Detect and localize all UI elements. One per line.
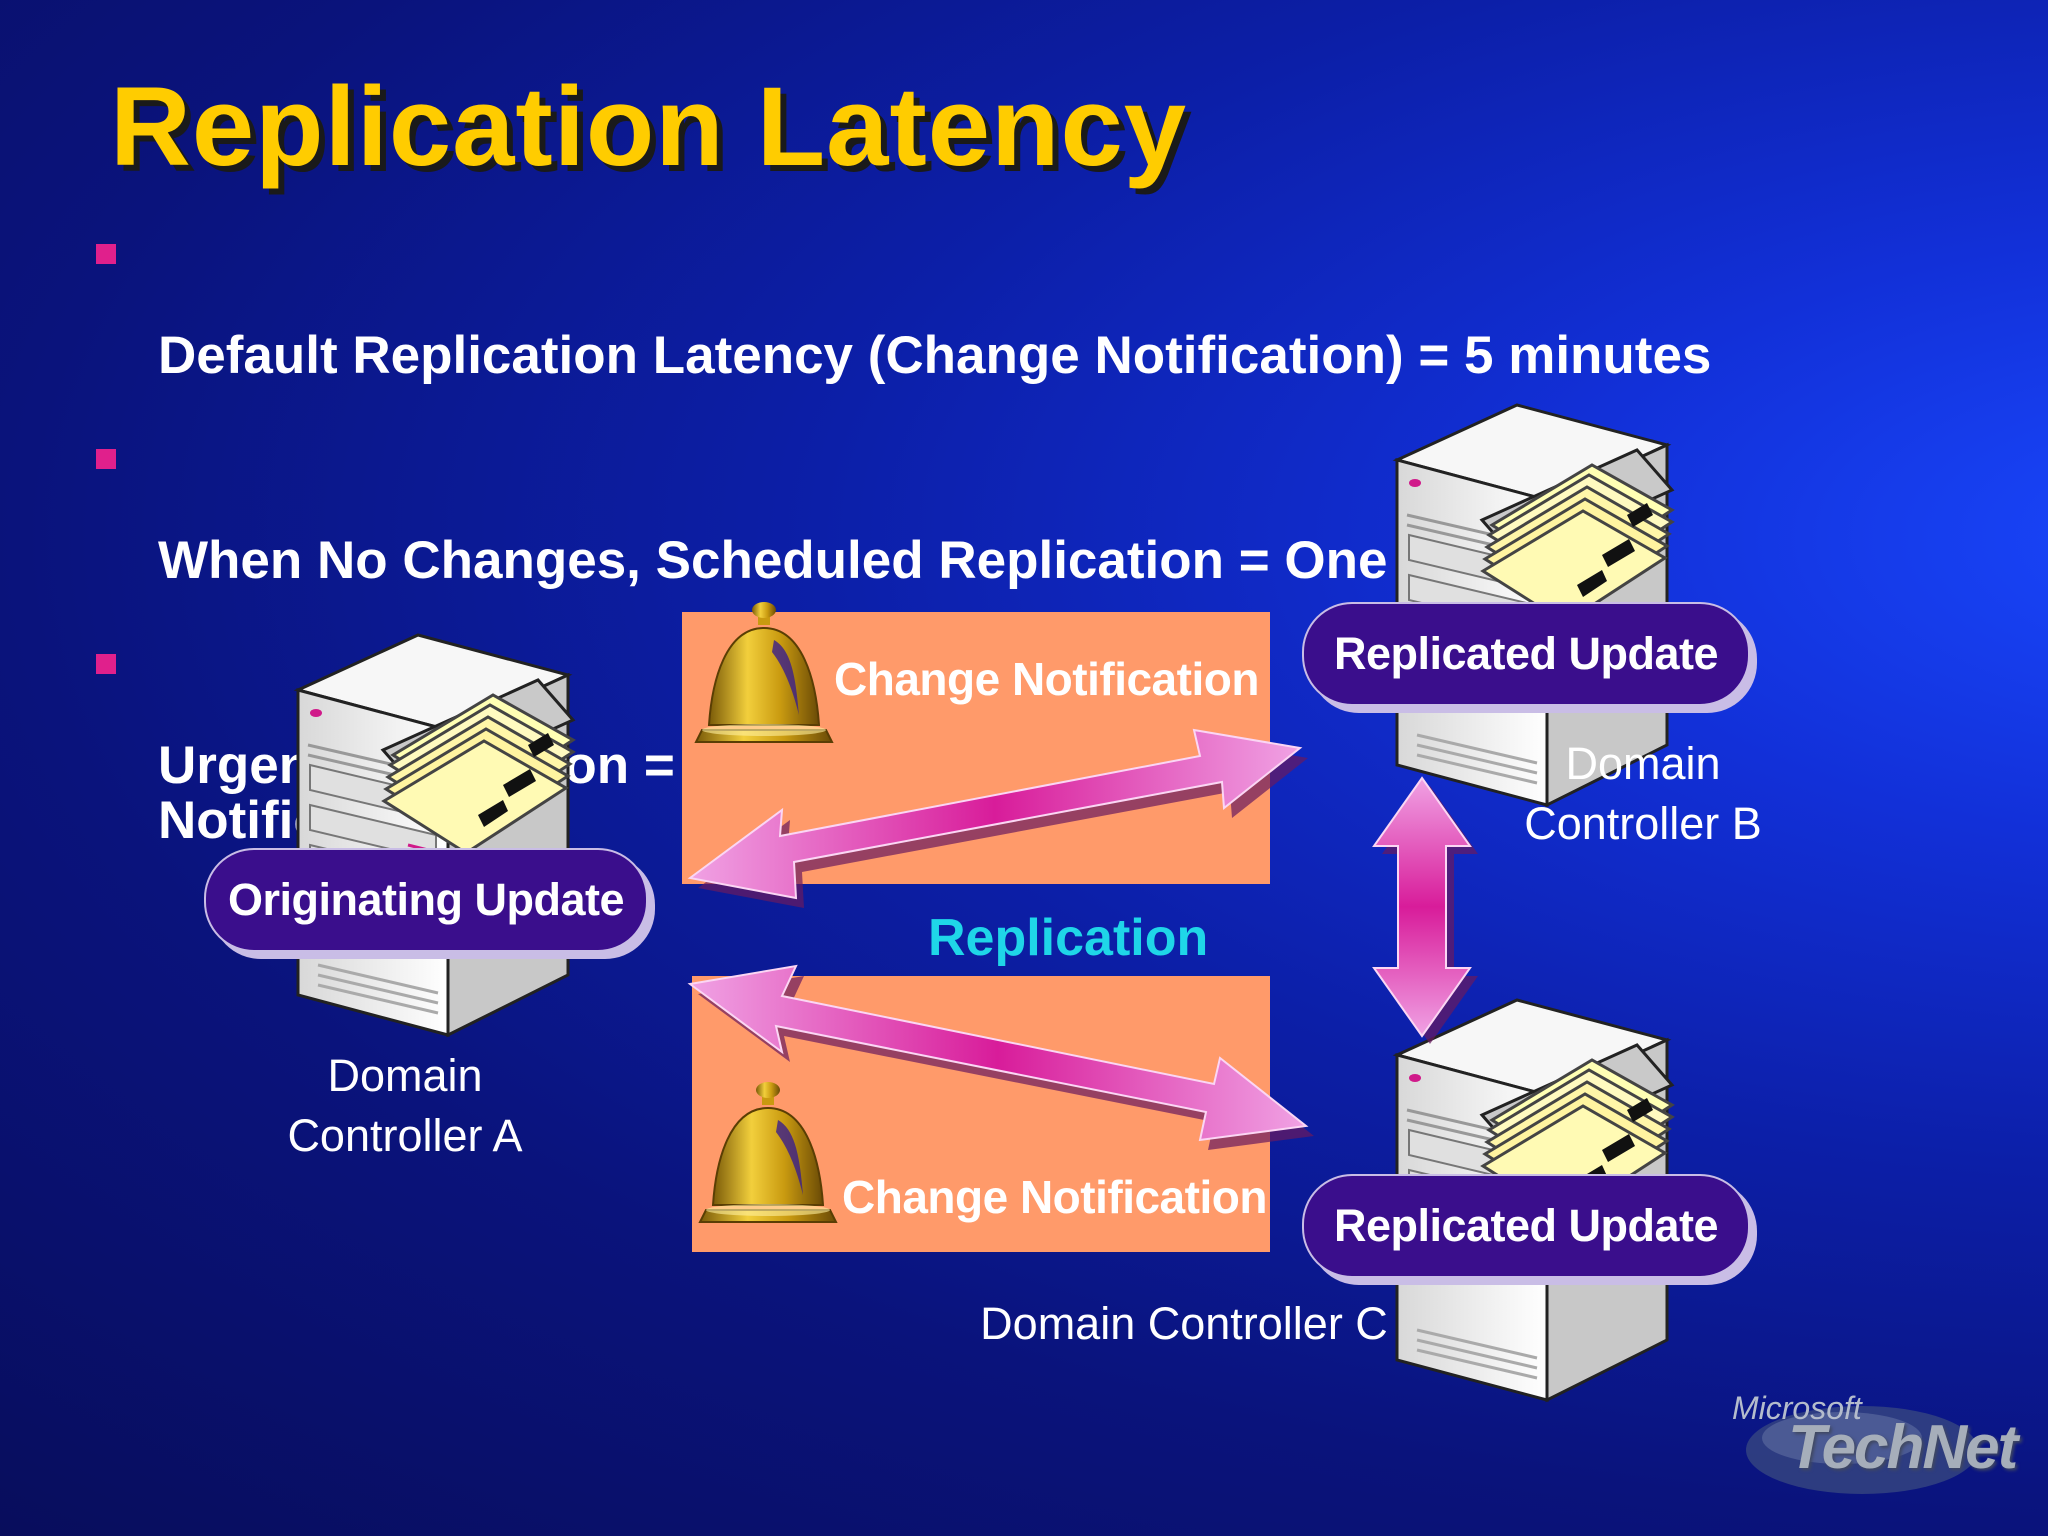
bullet-square-icon: [96, 244, 116, 264]
server-icon: [296, 633, 575, 1037]
change-notification-label-top: Change Notification: [834, 653, 1259, 705]
replication-label: Replication: [928, 909, 1209, 967]
originating-update-label: Originating Update: [204, 848, 648, 952]
bullet-item: Default Replication Latency (Change Noti…: [92, 218, 1711, 383]
bullet-square-icon: [96, 654, 116, 674]
double-arrow-icon: [1372, 776, 1478, 1044]
domain-controller-c-label: Domain Controller C: [980, 1298, 1388, 1349]
technet-logo: Microsoft TechNet: [1718, 1378, 2018, 1518]
logo-microsoft-text: Microsoft: [1732, 1390, 1862, 1426]
domain-controller-a-label: Domain Controller A: [287, 1050, 523, 1161]
double-arrow-icon: [687, 964, 1314, 1150]
bullet-text: Default Replication Latency (Change Noti…: [158, 326, 1712, 385]
page-title: Replication Latency: [110, 64, 1188, 189]
double-arrow-icon: [687, 728, 1308, 908]
change-notification-label-bottom: Change Notification: [842, 1171, 1267, 1223]
microsoft-technet-logo: [1746, 1406, 1978, 1494]
logo-technet-text: TechNet: [1788, 1413, 2018, 1482]
bullet-item: When No Changes, Scheduled Replication =…: [92, 423, 1711, 588]
bullet-text: When No Changes, Scheduled Replication =…: [158, 531, 1526, 590]
domain-controller-b-label: Domain Controller B: [1524, 738, 1762, 849]
replicated-update-label-b: Replicated Update: [1302, 602, 1750, 706]
bullet-square-icon: [96, 449, 116, 469]
replicated-update-label-c: Replicated Update: [1302, 1174, 1750, 1278]
